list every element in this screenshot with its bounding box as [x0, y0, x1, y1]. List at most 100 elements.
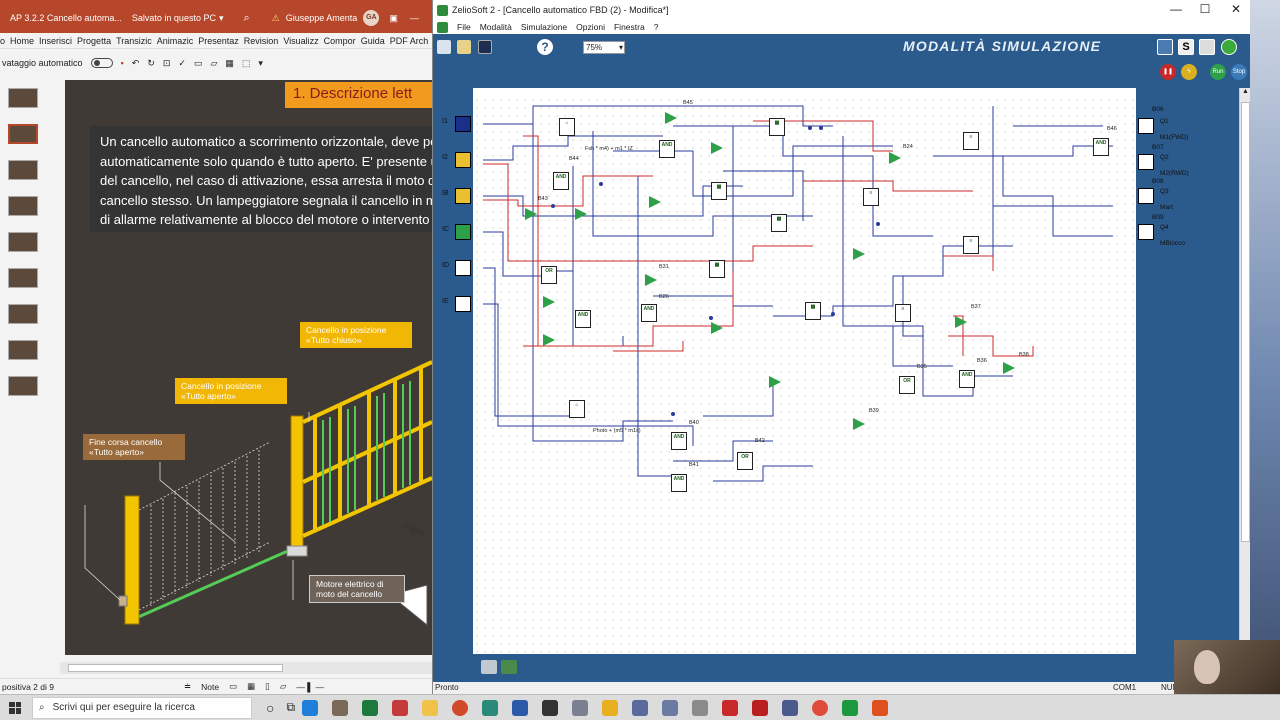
fbd-block-not[interactable] [955, 316, 967, 328]
app-icon[interactable] [602, 699, 619, 716]
io-panel-icon[interactable] [501, 660, 517, 674]
ribbon-tab[interactable]: Transizic [116, 35, 152, 46]
fbd-block-not[interactable] [665, 112, 677, 124]
output-coil-icon[interactable] [1138, 154, 1154, 170]
ribbon-tab[interactable]: Inserisci [39, 35, 73, 46]
fbd-block-not[interactable] [543, 296, 555, 308]
slide-thumbnail[interactable] [8, 160, 38, 180]
ppt-save-status[interactable]: Salvato in questo PC [131, 13, 216, 23]
slide-canvas[interactable]: 1. Descrizione lett Un cancello automati… [65, 80, 432, 655]
stop-button[interactable]: Stop [1231, 64, 1247, 80]
folder-icon[interactable]: ▱ [210, 57, 218, 68]
fbd-block-bistable[interactable]: ≡ [963, 236, 979, 254]
fbd-block-and[interactable]: AND [641, 304, 657, 322]
app-icon[interactable] [632, 699, 649, 716]
slide-thumbnail[interactable] [8, 88, 38, 108]
fbd-block-and[interactable]: AND [1093, 138, 1109, 156]
fbd-block-bistable[interactable]: ≡ [963, 132, 979, 150]
notes-icon[interactable]: ≐ [183, 681, 192, 691]
minimize-icon[interactable]: — [409, 13, 419, 23]
undo-icon[interactable]: ↶ [131, 57, 140, 68]
fbd-block-latch[interactable]: ▦ [805, 302, 821, 320]
save-icon[interactable]: ▪ [120, 58, 124, 68]
menu-simulation[interactable]: Simulazione [520, 22, 568, 32]
ribbon-tab[interactable]: Home [10, 35, 35, 46]
office-icon[interactable] [392, 699, 409, 716]
store-icon[interactable] [332, 699, 349, 716]
search-icon[interactable]: ⌕ [243, 11, 250, 24]
powerpoint-icon[interactable] [452, 699, 469, 716]
spelling-icon[interactable]: ✓ [178, 57, 186, 68]
fbd-block-and[interactable]: AND [553, 172, 569, 190]
redo-icon[interactable]: ↻ [147, 57, 155, 68]
input-switch-icon[interactable] [455, 224, 471, 240]
present-icon[interactable]: ⊡ [162, 57, 171, 68]
ribbon-tab[interactable]: Progetta [77, 35, 112, 46]
notes-button[interactable]: Note [201, 681, 220, 692]
fbd-block-not[interactable] [575, 208, 587, 220]
close-icon[interactable]: ✕ [1230, 2, 1242, 16]
open-folder-icon[interactable] [457, 40, 471, 54]
fbd-block-bistable[interactable]: ≡ [863, 188, 879, 206]
fbd-block-latch[interactable]: ▦ [709, 260, 725, 278]
app-icon[interactable] [872, 699, 889, 716]
pause-icon[interactable]: ❚❚ [1160, 64, 1176, 80]
document-icon[interactable] [437, 21, 448, 33]
lamp-icon[interactable] [1138, 188, 1154, 204]
minimize-icon[interactable]: — [1170, 2, 1182, 16]
fbd-block-not[interactable] [1003, 362, 1015, 374]
fbd-block-not[interactable] [645, 274, 657, 286]
input-switch-icon[interactable] [455, 116, 471, 132]
sorter-view-icon[interactable]: ▦ [247, 681, 256, 691]
chrome-icon[interactable] [812, 699, 829, 716]
monitoring-icon[interactable] [1157, 39, 1173, 55]
app-icon[interactable] [662, 699, 679, 716]
fbd-block-bistable[interactable]: ≡ [895, 304, 911, 322]
fbd-block-timer[interactable]: ⌂ [569, 400, 585, 418]
fbd-block-not[interactable] [543, 334, 555, 346]
ribbon-tab[interactable]: Guida [360, 35, 385, 46]
zelio-logo-icon[interactable] [1221, 39, 1237, 55]
zoom-tool-icon[interactable] [1199, 39, 1215, 55]
run-button[interactable]: Run [1210, 64, 1226, 80]
fbd-diagram-canvas[interactable]: ⌂ AND B44 B43 B45 AND ▦ ▦ ▦ ≡ B24 ≡ ≡ AN… [473, 96, 1136, 654]
zoom-slider[interactable]: — ▌ — [296, 681, 325, 692]
input-switch-icon[interactable] [455, 188, 471, 204]
ribbon-tab[interactable]: Compor [323, 35, 356, 46]
filezilla-icon[interactable] [722, 699, 739, 716]
app-icon[interactable] [482, 699, 499, 716]
open-icon[interactable]: ▭ [193, 57, 203, 68]
chevron-up-icon[interactable]: ▲ [1242, 88, 1249, 95]
slide-thumbnail[interactable] [8, 232, 38, 252]
cortana-icon[interactable]: ○ [266, 699, 275, 716]
menu-options[interactable]: Opzioni [576, 22, 605, 32]
power-icon[interactable]: ϟ [1181, 64, 1197, 80]
fbd-block-not[interactable] [711, 322, 723, 334]
acrobat-icon[interactable] [752, 699, 769, 716]
ribbon-tab[interactable]: PDF Arch [389, 35, 429, 46]
ribbon-tab-file[interactable]: o [0, 35, 6, 46]
slide-thumbnail-active[interactable] [8, 124, 38, 144]
diagram-vertical-scrollbar[interactable]: ▲ [1239, 88, 1251, 654]
input-switch-icon[interactable] [455, 152, 471, 168]
fbd-block-or[interactable]: OR [899, 376, 915, 394]
input-switch-icon[interactable] [455, 260, 471, 276]
excel-icon[interactable] [362, 699, 379, 716]
fbd-block-not[interactable] [525, 208, 537, 220]
normal-view-icon[interactable]: ▭ [229, 681, 238, 691]
ribbon-tab[interactable]: Visualizz [283, 35, 319, 46]
slide-thumbnail[interactable] [8, 340, 38, 360]
ppt-user-name[interactable]: Giuseppe Amenta [285, 13, 358, 23]
output-coil-icon[interactable] [1138, 118, 1154, 134]
fbd-block-not[interactable] [769, 376, 781, 388]
menu-window[interactable]: Finestra [613, 22, 645, 32]
reading-view-icon[interactable]: ▯ [265, 681, 270, 691]
function-blocks-icon[interactable] [481, 660, 497, 674]
maximize-icon[interactable]: ☐ [1199, 2, 1211, 16]
fbd-block-timer[interactable]: ⌂ [559, 118, 575, 136]
image-icon[interactable]: ▦ [225, 57, 234, 68]
menu-mode[interactable]: Modalità [479, 22, 512, 32]
fbd-block-and[interactable]: AND [671, 432, 687, 450]
alarm-icon[interactable] [1138, 224, 1154, 240]
simulation-s-icon[interactable]: S [1178, 39, 1194, 55]
